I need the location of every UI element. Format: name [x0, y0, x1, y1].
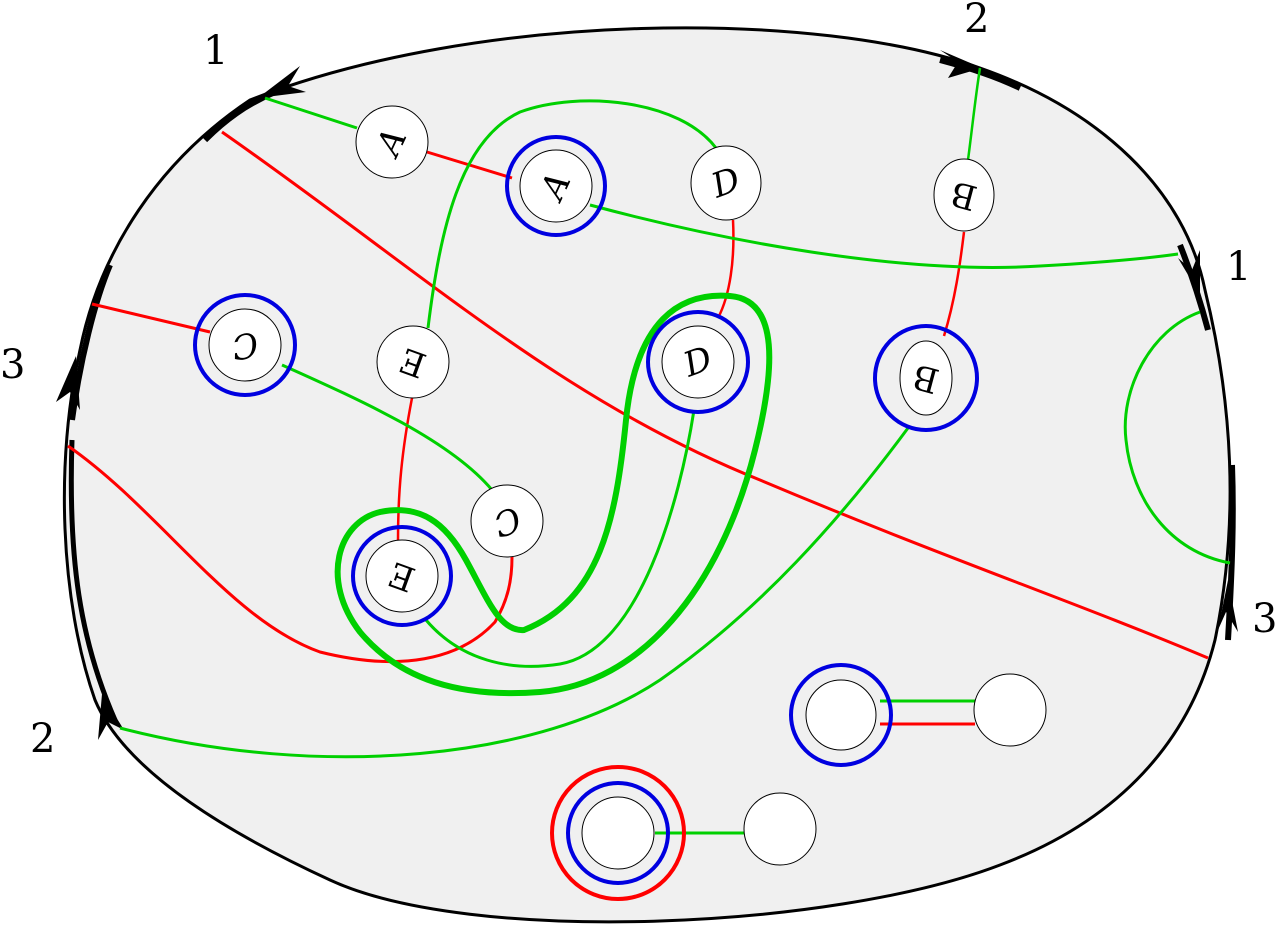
red-arc-E-E	[396, 397, 414, 541]
arrow-icon-right-upper	[1178, 250, 1200, 295]
arrow-icon-left-upper	[56, 356, 80, 410]
edge-label-right-upper: 1	[1226, 244, 1251, 290]
green-arc-B-to-left	[119, 427, 910, 759]
edge-label-left-lower: 2	[30, 716, 55, 762]
disk-A-ringed: A	[505, 135, 607, 237]
red-arc-long-diagonal	[221, 130, 1209, 660]
disk-blank-1-plain	[973, 673, 1047, 747]
red-arc-D-D	[716, 219, 735, 319]
disk-A-plain: A	[355, 105, 429, 179]
disk-blank-1-ringed	[789, 663, 893, 767]
green-arc-E-to-D	[424, 409, 696, 668]
disk-D-plain: D	[690, 145, 762, 221]
surface-region	[62, 26, 1232, 924]
green-arc-C-C	[281, 363, 494, 491]
arrow-icon-top-left	[258, 66, 306, 98]
green-arc-thick-loop	[334, 292, 773, 697]
red-arc-B-B	[942, 231, 966, 337]
disk-E-plain: E	[376, 325, 450, 399]
green-arc-boundary-A	[264, 96, 358, 130]
arrow-icon-top-right	[940, 50, 982, 78]
arrow-icon-left-lower	[98, 694, 124, 740]
disk-D-ringed: D	[646, 310, 750, 414]
disk-C-ringed: C	[193, 293, 297, 397]
green-arc-right-cap	[1123, 310, 1231, 565]
green-arc-D-over-E	[426, 99, 718, 329]
disk-B-plain: B	[933, 158, 995, 232]
green-arc-A-to-right	[589, 203, 1179, 269]
green-arc-top-B	[966, 67, 982, 161]
disk-E-ringed: E	[351, 525, 453, 627]
edge-label-left-upper: 3	[0, 342, 25, 388]
edge-label-right-lower: 3	[1252, 596, 1277, 642]
edge-label-top-right: 2	[964, 0, 989, 42]
disk-blank-2-plain	[743, 792, 817, 866]
arrow-icon-right-lower	[1218, 580, 1238, 632]
boundary-segment-2-top	[939, 57, 1022, 91]
edge-label-top-left: 1	[203, 28, 228, 74]
red-arc-left-loop	[67, 444, 514, 663]
disk-blank-2-ringed	[550, 765, 686, 901]
red-arc-boundary-C	[91, 302, 211, 334]
boundary-segment-2-left	[68, 439, 118, 722]
disk-B-ringed: B	[873, 324, 979, 432]
disk-C-plain: C	[470, 484, 544, 558]
